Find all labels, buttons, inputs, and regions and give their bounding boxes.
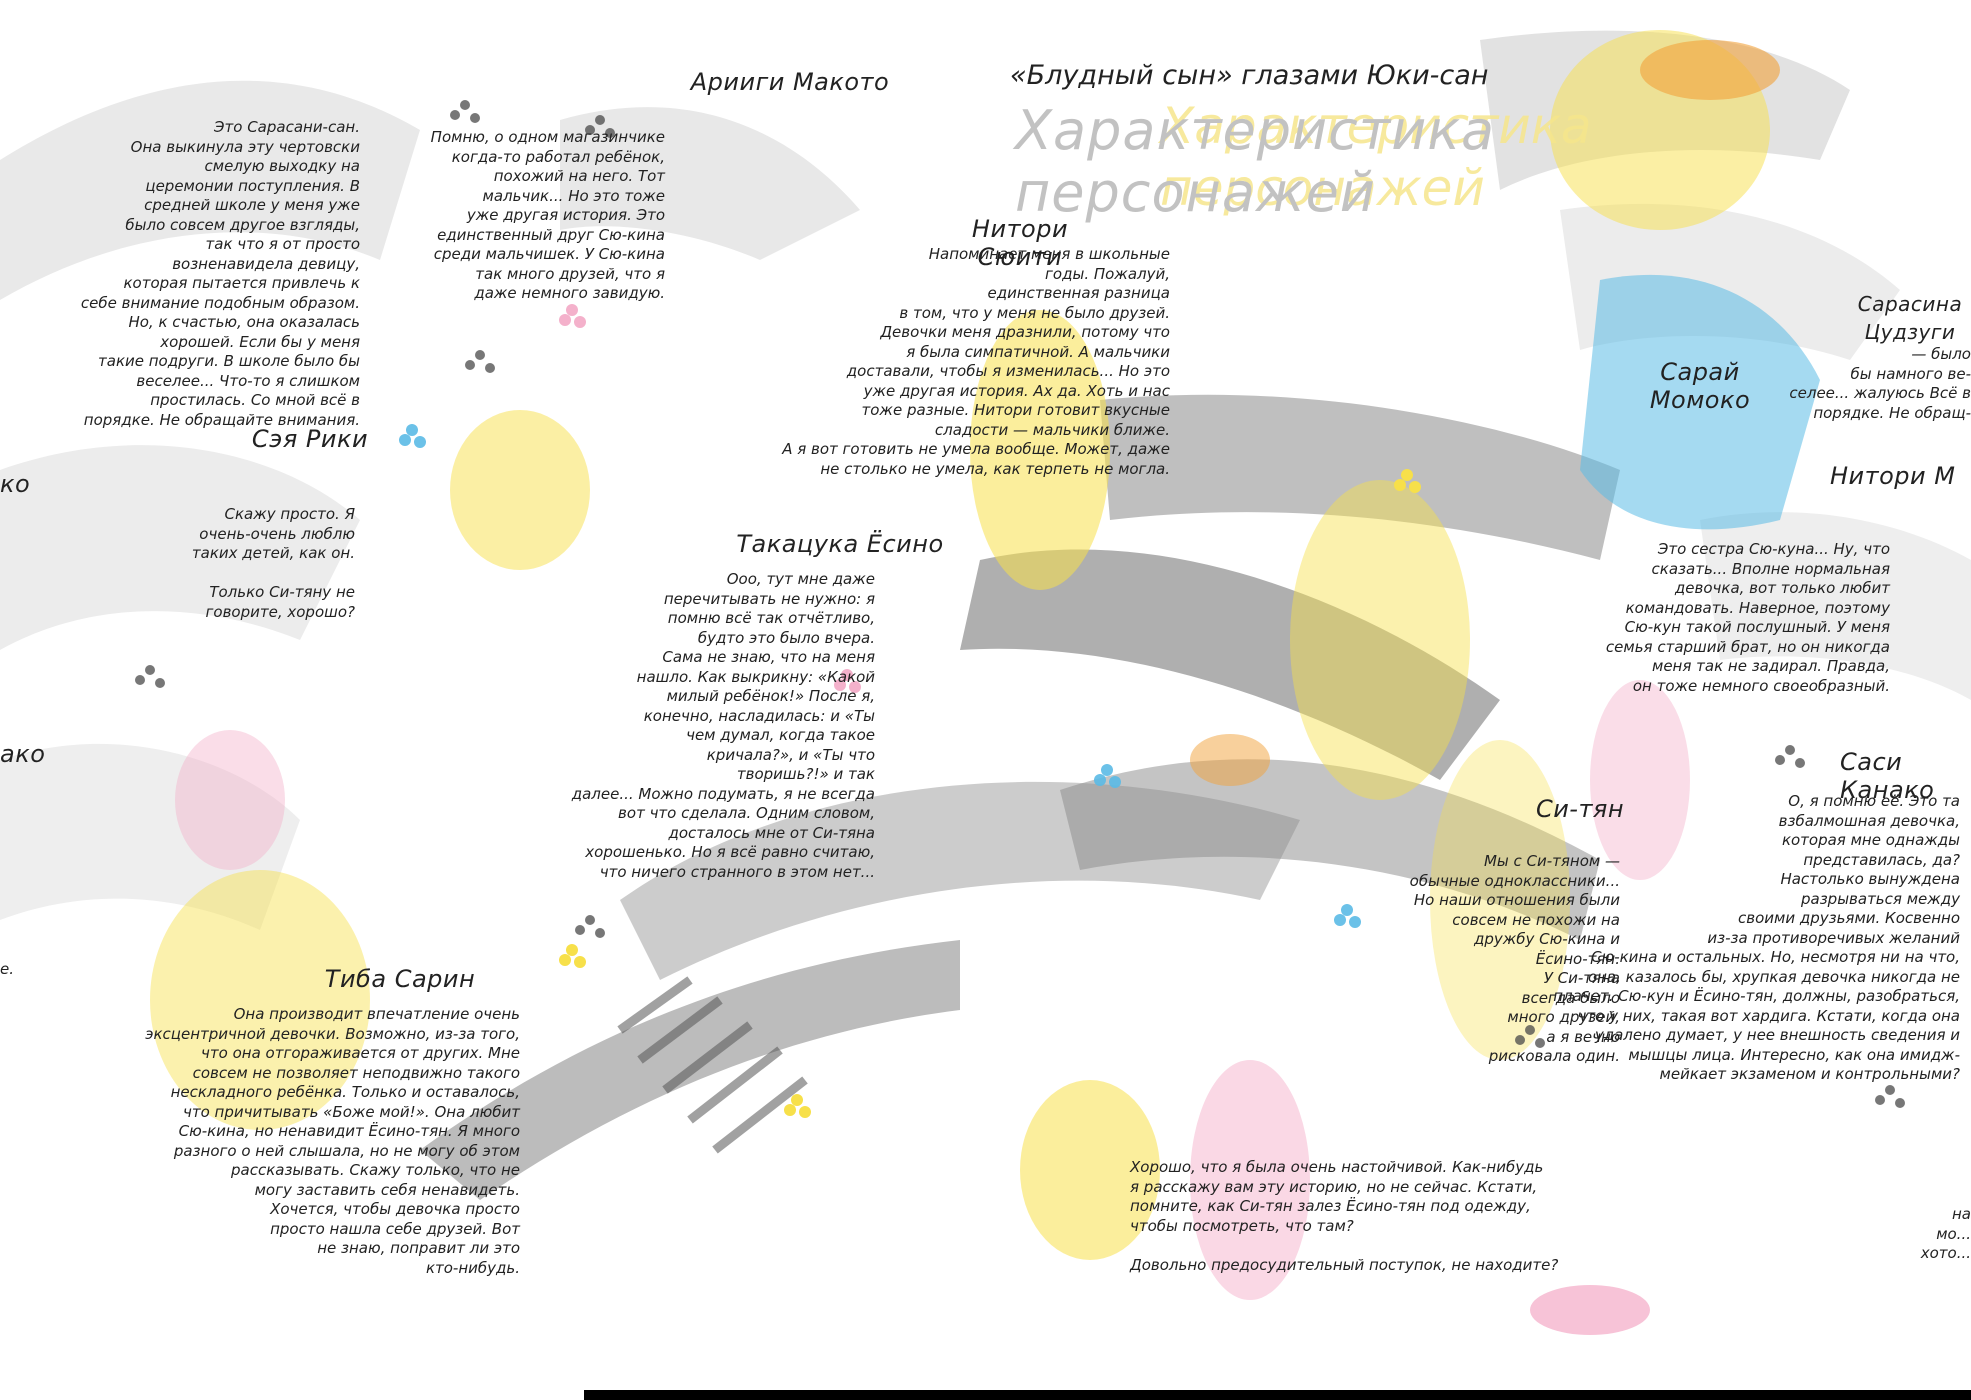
kanako-name: Саси Канако [1840, 748, 1935, 804]
yoshino-text: Ооо, тут мне даже перечитывать не нужно:… [571, 570, 875, 881]
chiba-text: Она производит впечатление очень эксцент… [145, 1005, 520, 1277]
maho-name-edge: Нитори М [1830, 462, 1956, 490]
sarasa-text: Это Сарасани-сан. Она выкинула эту черто… [80, 118, 360, 429]
shota-text: Напоминает меня в школьные годы. Пожалуй… [782, 245, 1170, 478]
page-subtitle: «Блудный сын» глазами Юки-сан [1010, 60, 1489, 91]
shota-name: Нитори Сюити [971, 215, 1069, 271]
momoko-right-text: — было бы намного ве- селее... жалуюсь В… [1789, 345, 1971, 422]
closing-text: Хорошо, что я была очень настойчивой. Ка… [1130, 1158, 1559, 1274]
riku-name: Сэя Рики [251, 425, 369, 453]
maho-text: Это сестра Сю-куна... Ну, что сказать...… [1605, 540, 1890, 695]
riku-text: Скажу просто. Я очень-очень люблю таких … [191, 505, 355, 621]
edge-left-label-2: ако [0, 740, 46, 768]
yoshino-name: Такацука Ёсино [736, 530, 944, 558]
momoko-right-name: Сарасина Цудзуги [1857, 292, 1963, 344]
kanako-text: О, я помню её. Это та взбалмошная девочк… [1553, 792, 1960, 1083]
page-title-overlay: Характеристика персонажей [1160, 97, 1592, 217]
page-title: Характеристика персонажей [1015, 99, 1496, 224]
makoto-text: Помню, о одном магазинчике когда-то рабо… [430, 128, 665, 302]
momoko-name: Сарай Момоко [1649, 358, 1751, 414]
edge-right-text: на мо... хото... [1920, 1205, 1971, 1262]
edge-left-label-1: ко [0, 470, 31, 498]
edge-left-label-3: е. [0, 960, 14, 978]
chiba-name: Тиба Сарин [324, 965, 476, 993]
si-name: Си-тян [1535, 795, 1625, 823]
si-text: Мы с Си-тяном — обычные одноклассники...… [1409, 852, 1620, 1065]
makoto-name: Арииги Макото [690, 68, 890, 96]
bottom-bar [584, 1390, 1971, 1400]
